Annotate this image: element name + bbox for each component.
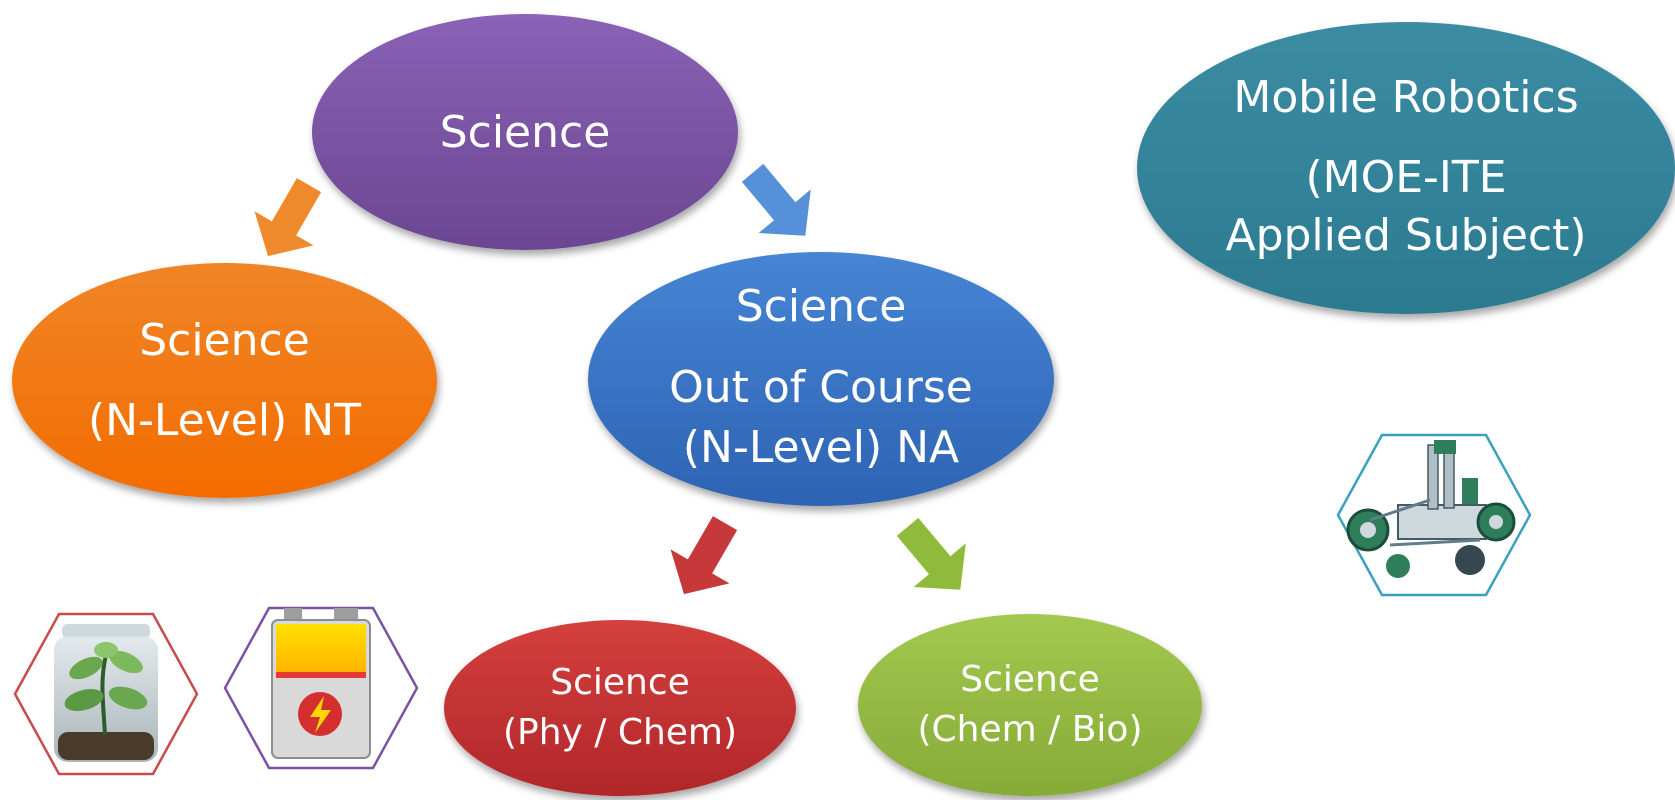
arrow-to-phy-chem <box>670 516 738 595</box>
node-robotics-sub1: (MOE-ITE <box>1305 151 1507 203</box>
node-science-na-level: (N-Level) NA <box>682 421 960 473</box>
arrow-to-na <box>741 163 811 236</box>
node-science-chem-bio: Science (Chem / Bio) <box>858 614 1202 796</box>
node-science-nt: Science (N-Level) NT <box>12 263 437 498</box>
node-chem-bio-title: Science <box>960 659 1100 700</box>
node-science-label: Science <box>439 106 611 158</box>
node-science-nt-level: (N-Level) NT <box>87 394 362 446</box>
node-science-nt-title: Science <box>139 314 310 366</box>
node-science-phy-chem: Science (Phy / Chem) <box>444 620 796 796</box>
arrow-to-nt <box>254 178 322 257</box>
node-phy-chem-subjects: (Phy / Chem) <box>502 712 738 753</box>
node-robotics-sub2: Applied Subject) <box>1225 209 1587 261</box>
battery-icon <box>223 606 419 770</box>
node-chem-bio-subjects: (Chem / Bio) <box>917 709 1143 750</box>
node-science-na: Science Out of Course (N-Level) NA <box>588 252 1054 506</box>
node-phy-chem-title: Science <box>550 662 690 703</box>
node-science-na-course: Out of Course <box>669 361 973 413</box>
robot-icon <box>1336 433 1532 597</box>
node-science: Science <box>312 14 738 250</box>
plant-in-jar-icon <box>13 612 199 776</box>
node-science-na-title: Science <box>735 280 907 332</box>
node-robotics-title: Mobile Robotics <box>1233 71 1579 123</box>
node-mobile-robotics: Mobile Robotics (MOE-ITE Applied Subject… <box>1137 22 1675 314</box>
arrow-to-chem-bio <box>896 517 966 590</box>
